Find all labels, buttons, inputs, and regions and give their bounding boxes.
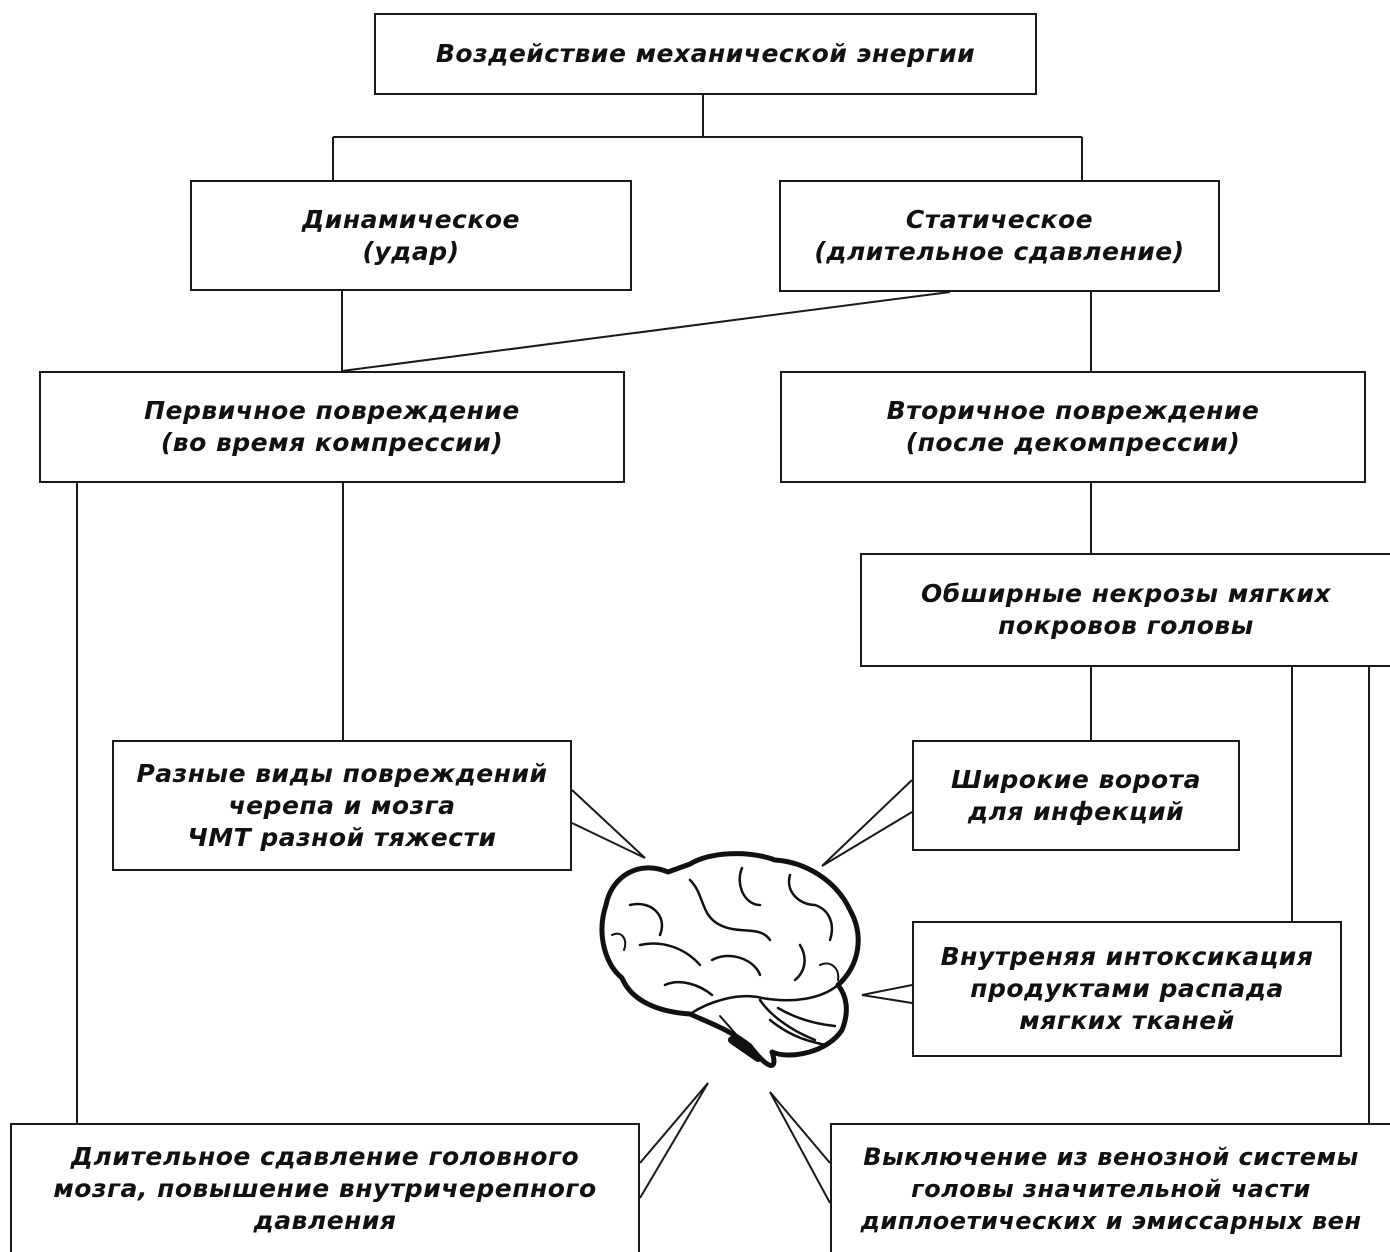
primary-label-line1: Первичное повреждение bbox=[144, 396, 520, 425]
infection-label-line1: Широкие ворота bbox=[950, 764, 1202, 794]
intoxication-label-line2: продуктами распада bbox=[970, 974, 1284, 1003]
infection-label-line2: для инфекций bbox=[967, 796, 1185, 826]
injuries-label-line3: ЧМТ разной тяжести bbox=[187, 822, 497, 852]
secondary-label-line1: Вторичное повреждение bbox=[886, 396, 1260, 425]
dynamic-label-line1: Динамическое bbox=[302, 204, 520, 234]
brain-icon bbox=[599, 851, 861, 1068]
root-label-line1: Воздействие механической энергии bbox=[435, 39, 976, 68]
injuries-label-line2: черепа и мозга bbox=[228, 790, 456, 820]
intoxication-node: Внутреняя интоксикация продуктами распад… bbox=[912, 921, 1342, 1057]
compression-node: Длительное сдавление головного мозга, по… bbox=[10, 1123, 640, 1252]
necrosis-label-line2: покровов головы bbox=[998, 611, 1254, 640]
infection-node: Широкие ворота для инфекций bbox=[912, 740, 1240, 851]
static-label-line1: Статическое bbox=[905, 205, 1094, 234]
venous-node: Выключение из венозной системы головы зн… bbox=[830, 1123, 1390, 1252]
static-node: Статическое (длительное сдавление) bbox=[779, 180, 1220, 292]
primary-damage-node: Первичное повреждение (во время компресс… bbox=[39, 371, 625, 483]
injuries-label-line1: Разные виды повреждений bbox=[136, 758, 548, 788]
injuries-node: Разные виды повреждений черепа и мозга Ч… bbox=[112, 740, 572, 871]
primary-label-line2: (во время компрессии) bbox=[160, 428, 504, 457]
secondary-damage-node: Вторичное повреждение (после декомпресси… bbox=[780, 371, 1366, 483]
static-label-line2: (длительное сдавление) bbox=[814, 237, 1185, 266]
secondary-label-line2: (после декомпрессии) bbox=[905, 428, 1241, 457]
necrosis-node: Обширные некрозы мягких покровов головы bbox=[860, 553, 1390, 667]
intoxication-label-line3: мягких тканей bbox=[1019, 1006, 1235, 1035]
root-node: Воздействие механической энергии bbox=[374, 13, 1037, 95]
dynamic-node: Динамическое (удар) bbox=[190, 180, 632, 291]
necrosis-label-line1: Обширные некрозы мягких bbox=[921, 579, 1331, 608]
venous-label-line3: диплоетических и эмиссарных вен bbox=[860, 1206, 1362, 1235]
dynamic-label-line2: (удар) bbox=[362, 236, 460, 266]
intoxication-label-line1: Внутреняя интоксикация bbox=[940, 942, 1314, 971]
compression-label-line2: мозга, повышение внутричерепного bbox=[53, 1173, 597, 1203]
compression-label-line1: Длительное сдавление головного bbox=[70, 1141, 580, 1171]
compression-label-line3: давления bbox=[253, 1205, 397, 1235]
venous-label-line2: головы значительной части bbox=[911, 1174, 1311, 1203]
venous-label-line1: Выключение из венозной системы bbox=[863, 1142, 1359, 1171]
